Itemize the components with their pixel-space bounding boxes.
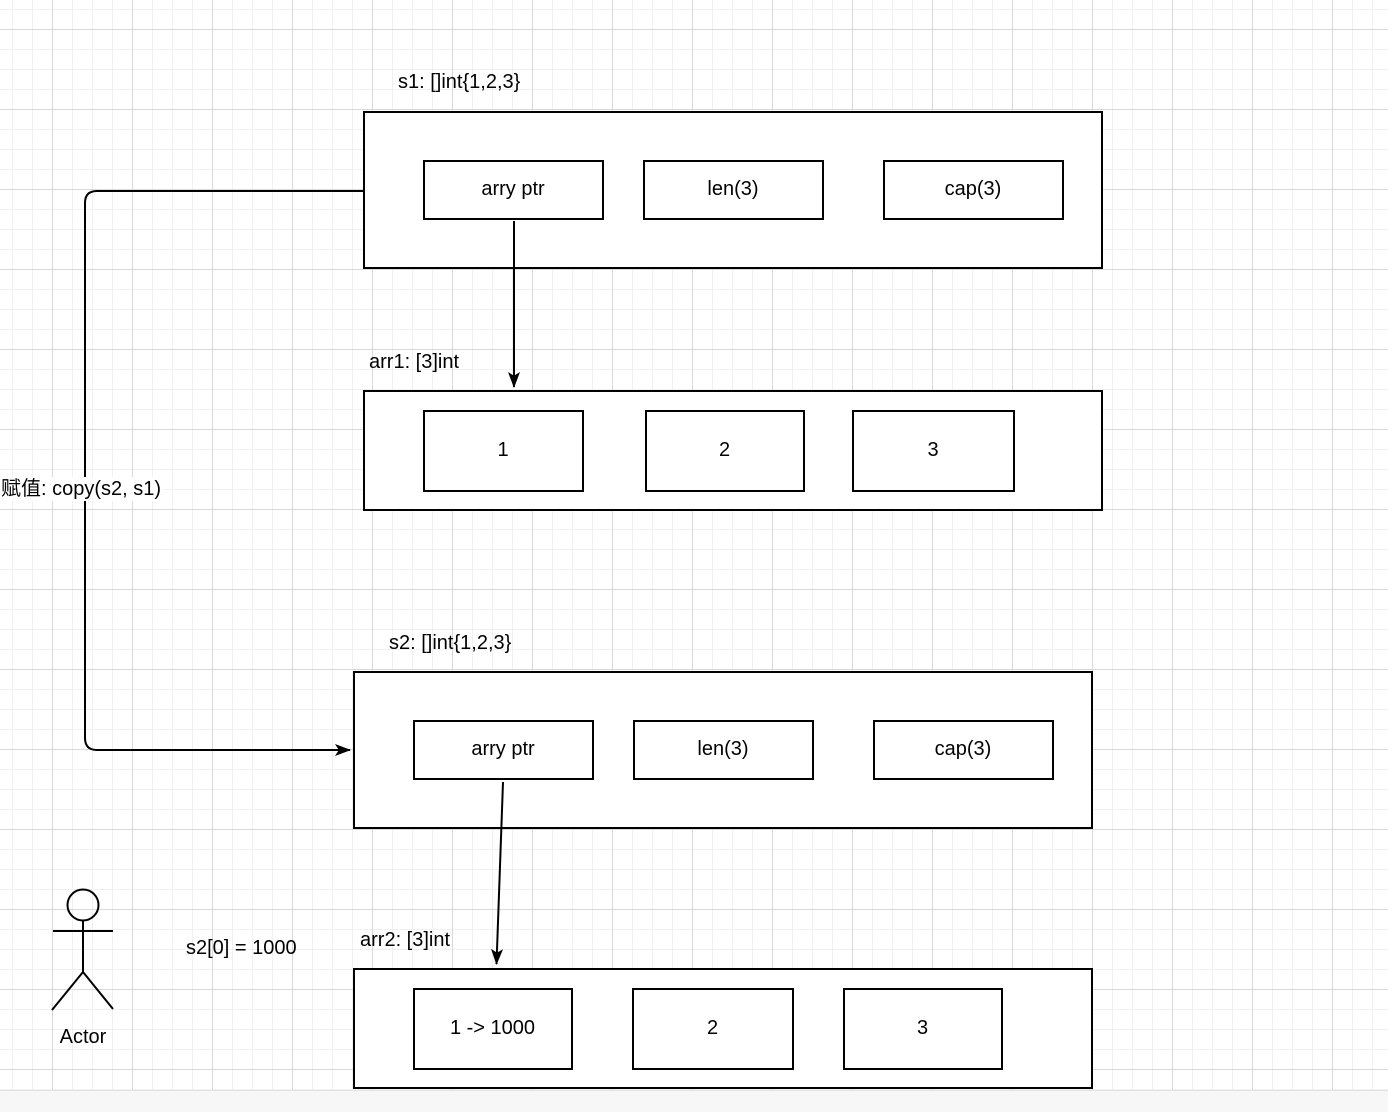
arrow-copy-s1-to-s2[interactable]: [84, 190, 363, 756]
label-copy-edge[interactable]: 赋值: copy(s2, s1): [0, 477, 165, 501]
label-assignment[interactable]: s2[0] = 1000: [186, 937, 297, 959]
actor-icon[interactable]: [51, 888, 114, 1011]
node-arr2-box[interactable]: 1 -> 1000 2 3: [353, 968, 1093, 1089]
page-margin-strip: [0, 1090, 1388, 1112]
label-arr1-title[interactable]: arr1: [3]int: [369, 351, 460, 373]
label-s1-title[interactable]: s1: []int{1,2,3}: [398, 71, 521, 93]
arr2-cell-0[interactable]: 1 -> 1000: [412, 987, 573, 1070]
actor-leg-left: [51, 971, 84, 1011]
s1-cell-arry-ptr[interactable]: arry ptr: [422, 159, 604, 220]
actor-leg-right: [82, 971, 114, 1010]
s2-cell-cap[interactable]: cap(3): [872, 719, 1054, 780]
label-s2-title[interactable]: s2: []int{1,2,3}: [389, 632, 512, 654]
node-arr1-box[interactable]: 1 2 3: [363, 390, 1103, 511]
s2-cell-len[interactable]: len(3): [632, 719, 814, 780]
arr1-cell-0[interactable]: 1: [422, 409, 584, 492]
arr1-cell-2[interactable]: 3: [851, 409, 1015, 492]
node-s2-box[interactable]: arry ptr len(3) cap(3): [353, 671, 1093, 829]
s2-cell-arry-ptr[interactable]: arry ptr: [412, 719, 594, 780]
actor-head: [66, 888, 100, 922]
arr2-cell-1[interactable]: 2: [631, 987, 794, 1070]
arr1-cell-1[interactable]: 2: [644, 409, 805, 492]
s1-cell-len[interactable]: len(3): [642, 159, 824, 220]
arr2-cell-2[interactable]: 3: [842, 987, 1003, 1070]
node-s1-box[interactable]: arry ptr len(3) cap(3): [363, 111, 1103, 269]
label-actor[interactable]: Actor: [59, 1026, 107, 1048]
s1-cell-cap[interactable]: cap(3): [882, 159, 1064, 220]
label-arr2-title[interactable]: arr2: [3]int: [360, 929, 451, 951]
